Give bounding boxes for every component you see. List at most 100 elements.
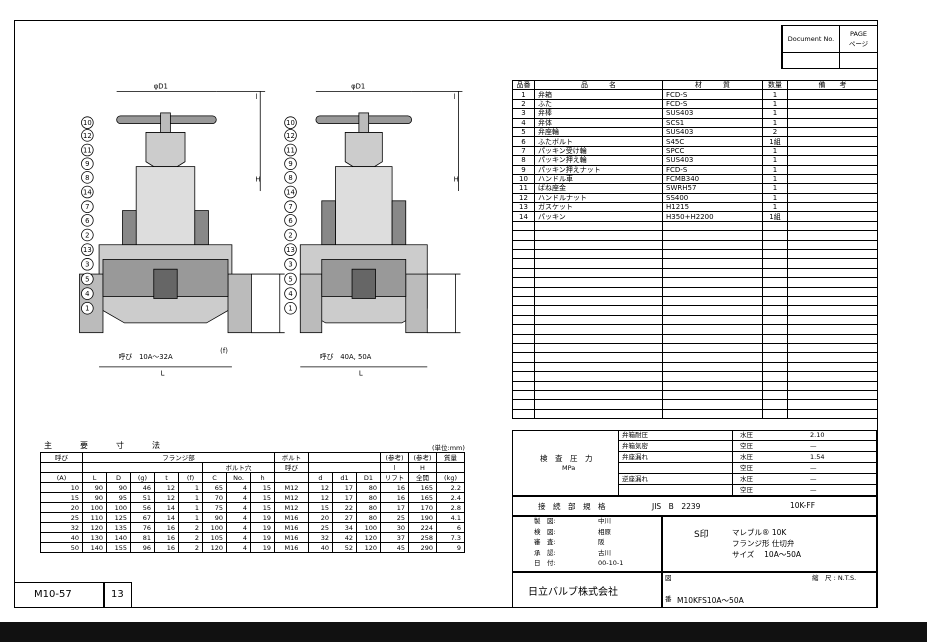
parts-empty-cell — [512, 333, 535, 344]
bubble-left-1-text: 12 — [83, 132, 92, 140]
dims-cell: 90 — [82, 492, 107, 503]
dims-cell: 9 — [436, 542, 465, 553]
dims-cell: 100 — [106, 502, 131, 513]
parts-empty-cell — [534, 258, 663, 269]
dims-header-top: 呼び フランジ部 ボルト (参考) (参考) 質量 — [40, 452, 465, 463]
dims-cell: 40 — [40, 532, 83, 543]
parts-cell: 1 — [762, 98, 788, 110]
parts-empty-cell — [534, 352, 663, 363]
parts-cell: 1 — [762, 183, 788, 194]
dims-cell: 4 — [226, 542, 251, 553]
bubble-right-3-text: 9 — [288, 160, 292, 168]
parts-cell: 弁体 — [534, 117, 663, 128]
parts-empty-cell — [512, 408, 535, 420]
dims-title: 主 要 寸 法 — [44, 441, 170, 450]
scale-label: 縮 尺 : N.T.S. — [812, 574, 857, 582]
bottom-bar — [0, 622, 927, 642]
parts-cell: ふた — [534, 98, 663, 110]
bubble-right-13-text: 1 — [288, 305, 292, 313]
dims-cell: 70 — [202, 492, 227, 503]
brand-mark: S印 — [694, 530, 709, 540]
bubble-right-0: 10 — [284, 116, 297, 129]
document-no-value — [782, 52, 840, 69]
tp-row-line — [618, 452, 877, 463]
connection-standard: JIS B 2239 — [652, 502, 701, 511]
dims-cell: 10 — [40, 482, 83, 493]
parts-empty-cell — [534, 380, 663, 391]
dims-cell: 1 — [178, 512, 203, 523]
bubble-right-12-text: 4 — [288, 290, 292, 298]
dims-cell: 34 — [332, 522, 357, 533]
approval-cell: 00-10-1 — [598, 559, 624, 567]
dims-cell: 2 — [178, 532, 203, 543]
parts-empty-row — [512, 342, 878, 354]
bubble-left-8: 2 — [81, 228, 94, 242]
dims-cell: 30 — [380, 522, 409, 533]
dims-h-ref2: (参考) — [408, 452, 437, 463]
dims-m-yobi: 呼び — [274, 462, 309, 473]
page-label: PAGE ページ — [839, 25, 878, 53]
parts-empty-cell — [534, 267, 663, 279]
bubble-right-1: 12 — [284, 129, 297, 142]
dims-header-cell: リフト — [380, 472, 409, 483]
dims-header-cell: h — [250, 472, 275, 483]
tp-cell: 1.54 — [810, 453, 825, 461]
dims-cell: 20 — [40, 502, 83, 513]
dims-header-cell: (kg) — [436, 472, 465, 483]
dims-cell: 2.2 — [436, 482, 465, 493]
parts-empty-cell — [512, 295, 535, 307]
dims-cell: 165 — [408, 482, 437, 493]
parts-empty-cell — [762, 305, 788, 316]
parts-empty-row — [512, 220, 878, 232]
parts-cell: FCMB340 — [662, 173, 763, 185]
dims-header-mid: ボルト穴 呼び l H — [40, 462, 465, 473]
dims-cell: 80 — [356, 492, 381, 503]
parts-empty-cell — [787, 277, 878, 288]
dims-h-flange: フランジ部 — [82, 452, 275, 463]
bubble-right-3: 9 — [284, 157, 297, 170]
page-no-box — [104, 582, 132, 608]
company-box — [512, 572, 662, 608]
parts-empty-cell — [762, 267, 788, 279]
connection-label: 接 続 部 規 格 — [538, 502, 606, 511]
approval-cell: 中川 — [598, 517, 611, 525]
tp-row-line — [618, 441, 877, 452]
parts-empty-cell — [762, 408, 788, 420]
parts-empty-cell — [787, 305, 878, 316]
dims-cell: 96 — [130, 542, 155, 553]
bubble-right-8-text: 2 — [288, 231, 292, 239]
parts-empty-cell — [762, 342, 788, 354]
dims-header-cell: d1 — [332, 472, 357, 483]
valve-drawing-right: φD1 H l L 呼び 40A, 50A — [299, 82, 463, 378]
dims-unit: (単位:mm) — [432, 444, 465, 452]
bubble-left-2-text: 11 — [83, 146, 92, 154]
dims-cell: M16 — [274, 512, 309, 523]
tp-cell: — — [810, 486, 817, 494]
bubble-left-4: 8 — [81, 171, 94, 184]
parts-empty-cell — [762, 399, 788, 410]
dims-m-2 — [308, 462, 381, 473]
parts-empty-cell — [662, 352, 763, 363]
parts-empty-cell — [762, 286, 788, 298]
parts-empty-cell — [512, 277, 535, 288]
tp-cell: 弁座漏れ — [622, 453, 648, 461]
page-number: 13 — [111, 589, 124, 600]
dims-cell: M12 — [274, 492, 309, 503]
h-label-left: H — [255, 175, 260, 183]
parts-empty-cell — [512, 249, 535, 260]
parts-empty-cell — [787, 230, 878, 241]
dims-cell: 15 — [308, 502, 333, 513]
test-pressure-unit: MPa — [562, 464, 576, 472]
parts-cell: FCD-S — [662, 89, 763, 100]
parts-empty-cell — [762, 258, 788, 269]
dims-m-bolthole: ボルト穴 — [202, 462, 275, 473]
approval-box — [512, 516, 662, 572]
parts-empty-cell — [662, 361, 763, 373]
parts-empty-cell — [787, 267, 878, 279]
parts-cell — [787, 117, 878, 128]
dims-cell: 165 — [408, 492, 437, 503]
drawing-no-box — [662, 572, 877, 608]
dims-cell: 17 — [332, 482, 357, 493]
